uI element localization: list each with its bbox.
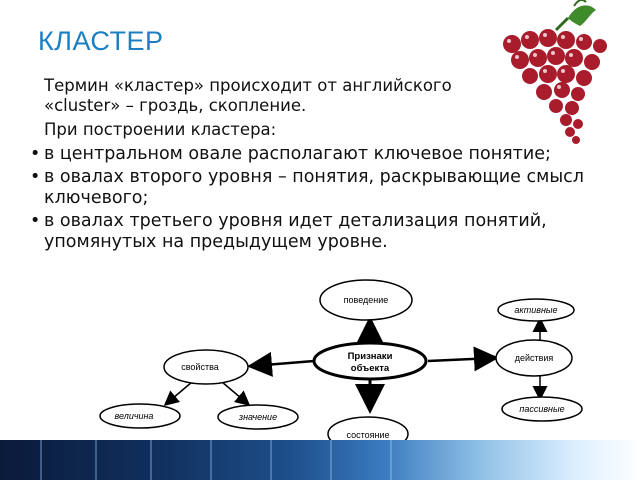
- label-top: поведение: [344, 295, 389, 305]
- oval-right: [495, 339, 573, 377]
- label-right-sub2: пассивные: [519, 404, 564, 414]
- label-left-sub2: значение: [238, 412, 277, 422]
- arrow-left-sub1: [163, 381, 193, 406]
- center-label-2: объекта: [351, 363, 390, 374]
- list-item: в центральном овале располагают ключевое…: [30, 144, 590, 165]
- arrow-right: [427, 346, 499, 372]
- label-right-sub1: активные: [514, 305, 557, 315]
- oval-left-sub1: [99, 403, 181, 429]
- cluster-diagram: Признаки объекта поведение состояние сво…: [99, 279, 583, 450]
- oval-left-sub2: [217, 404, 299, 430]
- center-label-1: Признаки: [348, 351, 393, 362]
- intro-line-3: При построении кластера:: [44, 120, 277, 139]
- slide-body: Термин «кластер» происходит от английско…: [30, 76, 590, 255]
- rules-list: в центральном овале располагают ключевое…: [30, 144, 590, 253]
- label-right: действия: [515, 353, 554, 363]
- oval-right-sub1: [497, 298, 575, 322]
- footer-decoration: [0, 440, 640, 480]
- arrow-left: [247, 351, 315, 377]
- oval-top: [319, 279, 413, 321]
- list-item: в овалах третьего уровня идет детализаци…: [30, 211, 590, 253]
- label-bottom: состояние: [346, 430, 389, 440]
- grapes-icon: [503, 0, 607, 144]
- center-oval: [312, 341, 428, 381]
- slide-title: КЛАСТЕР: [38, 26, 164, 56]
- label-left-sub1: величина: [115, 411, 154, 421]
- arrow-left-sub2: [221, 381, 251, 406]
- list-item: в овалах второго уровня – понятия, раскр…: [30, 167, 590, 209]
- oval-left: [163, 349, 249, 385]
- intro-line-1: Термин «кластер» происходит от английско…: [44, 76, 452, 95]
- intro-line-2: «cluster» – гроздь, скопление.: [44, 96, 307, 115]
- oval-right-sub2: [501, 396, 583, 422]
- label-left: свойства: [181, 362, 219, 372]
